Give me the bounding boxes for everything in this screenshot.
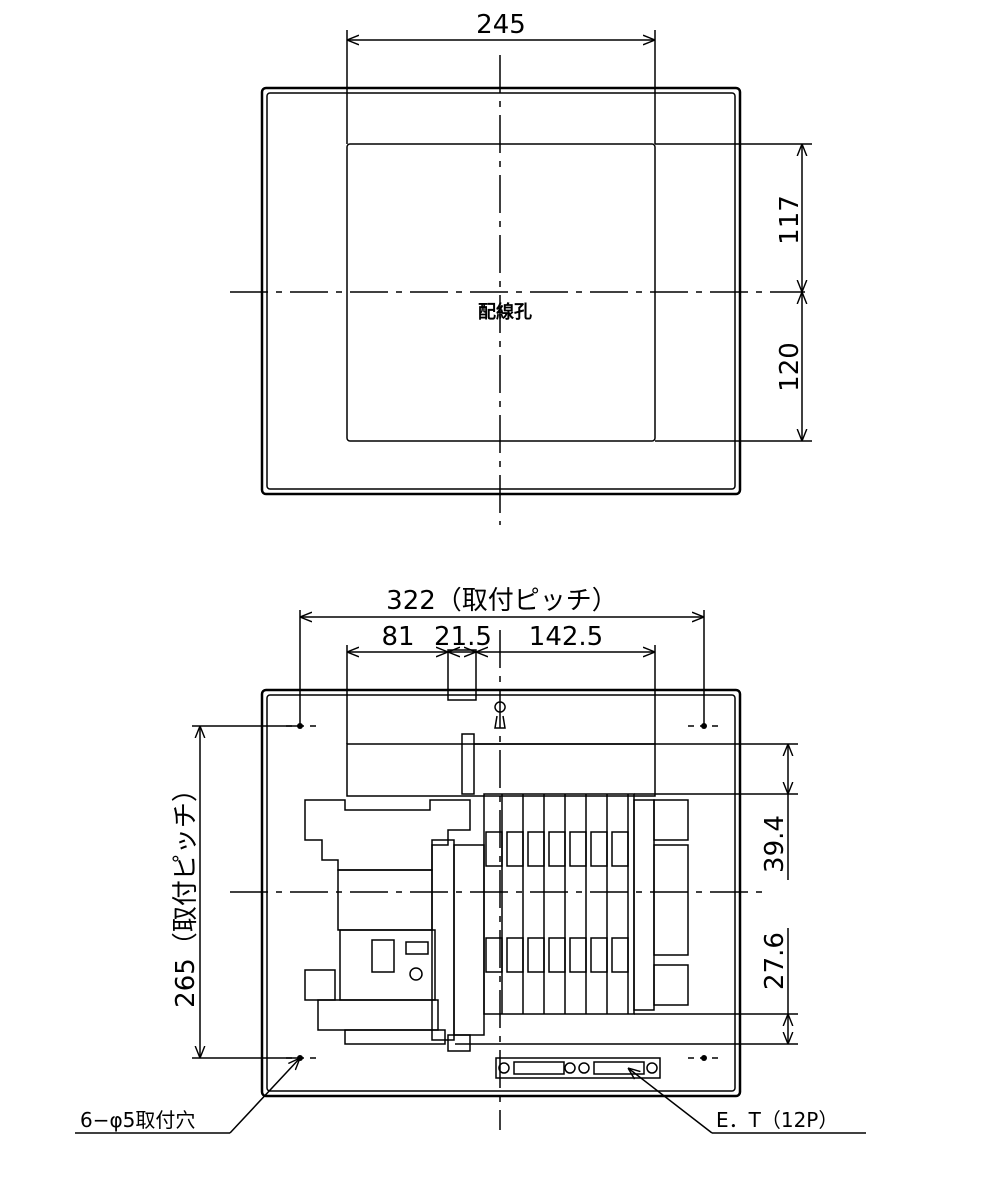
branch-breaker <box>527 937 545 973</box>
dim-245-label: 245 <box>476 10 526 40</box>
terminal-note: E．T（12P） <box>716 1108 838 1132</box>
wiring-hole-label: 配線孔 <box>478 301 532 323</box>
branch-breakers <box>483 793 689 1015</box>
top-outer-box <box>260 86 742 496</box>
dim-21-5-label: 21.5 <box>434 622 492 652</box>
bottom-outer-box <box>260 688 742 1098</box>
terminal-block <box>495 1057 661 1079</box>
breaker-toggle <box>371 939 395 973</box>
dim-117-label: 117 <box>775 195 805 245</box>
top-inner-box <box>266 92 736 490</box>
branch-breaker <box>548 831 566 867</box>
mounting-holes <box>286 701 720 1061</box>
branch-breaker <box>548 937 566 973</box>
terminal-leader <box>628 1068 713 1134</box>
test-button-icon <box>409 967 423 981</box>
branch-breaker <box>527 831 545 867</box>
mount-hole-leader <box>229 1058 300 1134</box>
branch-breaker <box>569 937 587 973</box>
bottom-view: 322（取付ピッチ） 81 21.5 142.5 265（取付ピッチ） 39.4… <box>75 586 866 1134</box>
branch-breaker <box>590 937 608 973</box>
bottom-inner-box <box>266 694 736 1092</box>
dim-265-label: 265（取付ピッチ） <box>171 776 201 1008</box>
breaker-indicator <box>405 941 429 955</box>
upper-rail <box>346 743 656 797</box>
branch-breaker <box>506 937 524 973</box>
dim-120-label: 120 <box>775 342 805 392</box>
keyhole-icon <box>494 701 506 729</box>
dim-142-5-label: 142.5 <box>529 622 603 652</box>
dim-322-label: 322（取付ピッチ） <box>386 586 618 616</box>
main-breaker <box>304 799 485 1052</box>
dim-81-label: 81 <box>381 622 414 652</box>
branch-breaker <box>569 831 587 867</box>
mount-hole-note: 6−φ5取付穴 <box>80 1108 195 1132</box>
branch-frame <box>483 793 635 1015</box>
dim-27-6-label: 27.6 <box>760 932 790 990</box>
dim-39-4-label: 39.4 <box>760 815 790 873</box>
branch-breaker <box>611 831 629 867</box>
branch-breaker <box>590 831 608 867</box>
branch-breaker <box>506 831 524 867</box>
top-view: 245 117 120 配線孔 <box>230 10 812 525</box>
branch-breaker <box>611 937 629 973</box>
